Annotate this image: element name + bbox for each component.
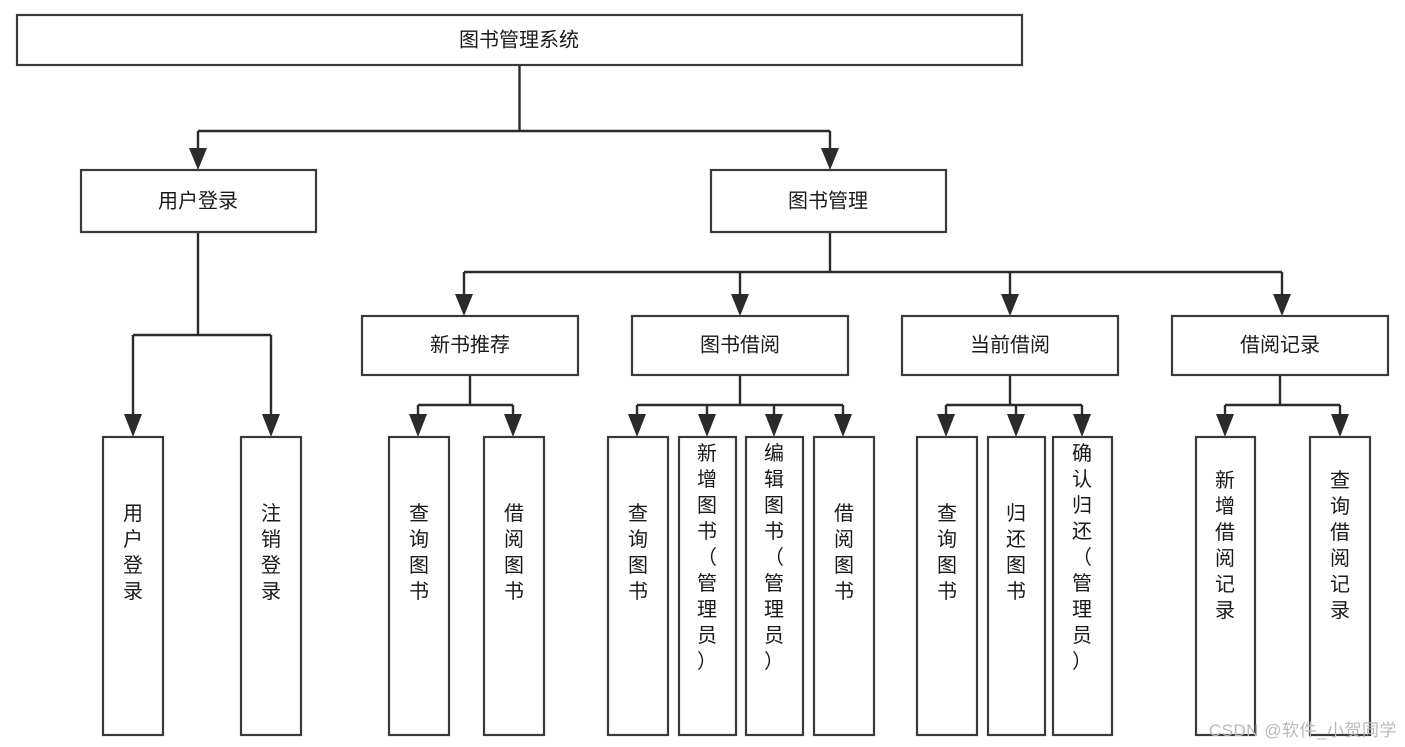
arrowhead-bookmgmt-c2: [731, 294, 749, 316]
node-borrow-record-label: 借阅记录: [1240, 333, 1320, 356]
arrowhead-root-to-login: [189, 148, 207, 170]
leaf-box-add-borrow-record[interactable]: [1194, 435, 1257, 737]
leaf-label-query-book-1: 查询图书: [409, 502, 429, 603]
leaf-node[interactable]: 查询图书: [387, 435, 451, 737]
node-current-borrow-box[interactable]: [900, 314, 1120, 377]
node-root-box[interactable]: [15, 13, 1024, 67]
arrowhead-borrow-l4: [834, 414, 852, 437]
leaf-box-confirm-return-admin[interactable]: [1051, 435, 1114, 737]
connector-group-login: [124, 232, 280, 437]
leaf-label-logout: 注销登录: [261, 502, 281, 603]
arrowhead-bookmgmt-c4: [1273, 294, 1291, 316]
leaf-label-return-book: 归还图书: [1006, 502, 1026, 603]
leaf-node[interactable]: 借阅图书: [812, 435, 876, 737]
leaf-box-query-borrow-record[interactable]: [1308, 435, 1372, 737]
leaf-label-confirm-return-admin: 确认归还（管理员）: [1072, 442, 1092, 673]
leaf-box-borrow-book-2[interactable]: [812, 435, 876, 737]
node-new-book-recommend-box[interactable]: [360, 314, 580, 377]
node-book-management-label: 图书管理: [788, 189, 868, 212]
leaf-label-edit-book-admin: 编辑图书（管理员）: [764, 442, 784, 673]
arrowhead-borrow-l2: [698, 414, 716, 437]
leaf-node[interactable]: 借阅图书: [482, 435, 546, 737]
arrowhead-newbook-l2: [504, 414, 522, 437]
node-user-login-box[interactable]: [79, 168, 318, 234]
leaf-box-query-book-1[interactable]: [387, 435, 451, 737]
leaf-box-logout[interactable]: [239, 435, 303, 737]
leaf-label-query-book-2: 查询图书: [628, 502, 648, 603]
leaf-node[interactable]: 注销登录: [239, 435, 303, 737]
arrowhead-current-l1: [937, 414, 955, 437]
arrowhead-record-l2: [1331, 414, 1349, 437]
connector-group-bookmgmt: [455, 232, 1291, 316]
leaf-label-add-book-admin: 新增图书（管理员）: [697, 442, 717, 673]
leaf-box-add-book-admin[interactable]: [677, 435, 738, 737]
connector-group-current: [937, 375, 1091, 437]
connector-group-borrow: [628, 375, 852, 437]
node-current-borrow[interactable]: 当前借阅: [900, 314, 1120, 377]
arrowhead-root-to-bookmgmt: [821, 148, 839, 170]
leaf-box-query-book-2[interactable]: [606, 435, 670, 737]
leaf-box-borrow-book-1[interactable]: [482, 435, 546, 737]
arrowhead-record-l1: [1216, 414, 1234, 437]
node-user-login-label: 用户登录: [158, 189, 238, 212]
leaf-box-user-login[interactable]: [101, 435, 165, 737]
leaf-box-return-book[interactable]: [986, 435, 1047, 737]
leaf-node[interactable]: 归还图书: [986, 435, 1047, 737]
leaf-label-borrow-book-1: 借阅图书: [504, 502, 524, 603]
leaf-label-query-borrow-record: 查询借阅记录: [1330, 469, 1350, 622]
arrowhead-login-leaf1: [124, 414, 142, 437]
node-user-login[interactable]: 用户登录: [79, 168, 318, 234]
node-root-label: 图书管理系统: [459, 28, 579, 51]
arrowhead-login-leaf2: [262, 414, 280, 437]
leaf-label-user-login: 用户登录: [123, 503, 143, 603]
arrowhead-bookmgmt-c1: [455, 294, 473, 316]
arrowhead-borrow-l1: [628, 414, 646, 437]
leaf-label-borrow-book-2: 借阅图书: [834, 502, 854, 603]
csdn-watermark: CSDN @软件_小贺同学: [1208, 721, 1397, 740]
arrowhead-current-l2: [1007, 414, 1025, 437]
node-book-management[interactable]: 图书管理: [709, 168, 948, 234]
node-borrow-record[interactable]: 借阅记录: [1170, 314, 1390, 377]
leaf-node[interactable]: 新增图书（管理员）: [677, 435, 738, 737]
node-root[interactable]: 图书管理系统: [15, 13, 1024, 67]
arrowhead-newbook-l1: [409, 414, 427, 437]
leaf-node[interactable]: 确认归还（管理员）: [1051, 435, 1114, 737]
node-book-borrow-label: 图书借阅: [700, 333, 780, 356]
connector-group-newbook: [409, 375, 522, 437]
connector-group-root: [189, 65, 839, 170]
leaf-label-add-borrow-record: 新增借阅记录: [1215, 469, 1235, 622]
leaf-box-query-book-3[interactable]: [915, 435, 979, 737]
node-new-book-recommend-label: 新书推荐: [430, 333, 510, 356]
leaf-node[interactable]: 编辑图书（管理员）: [744, 435, 805, 737]
arrowhead-borrow-l3: [765, 414, 783, 437]
leaf-label-query-book-3: 查询图书: [937, 502, 957, 603]
node-book-borrow-box[interactable]: [630, 314, 850, 377]
node-borrow-record-box[interactable]: [1170, 314, 1390, 377]
leaf-box-edit-book-admin[interactable]: [744, 435, 805, 737]
leaf-node[interactable]: 查询借阅记录: [1308, 435, 1372, 737]
leaf-node[interactable]: 用户登录: [101, 435, 165, 737]
node-new-book-recommend[interactable]: 新书推荐: [360, 314, 580, 377]
leaf-node[interactable]: 查询图书: [915, 435, 979, 737]
arrowhead-current-l3: [1073, 414, 1091, 437]
arrowhead-bookmgmt-c3: [1001, 294, 1019, 316]
leaf-node[interactable]: 新增借阅记录: [1194, 435, 1257, 737]
node-current-borrow-label: 当前借阅: [970, 333, 1050, 356]
node-book-borrow[interactable]: 图书借阅: [630, 314, 850, 377]
node-book-management-box[interactable]: [709, 168, 948, 234]
leaf-node[interactable]: 查询图书: [606, 435, 670, 737]
connector-group-record: [1216, 375, 1349, 437]
